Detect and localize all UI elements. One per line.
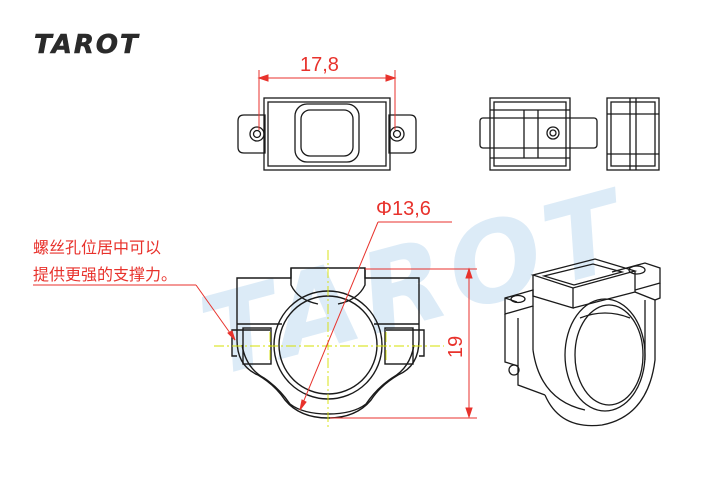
width-dimension-label: 17,8 [300,54,339,76]
top-view [237,97,417,171]
diameter-dimension-label: Φ13,6 [376,198,431,220]
isometric-view [504,258,661,427]
side-view [479,97,598,171]
width-dimension [257,70,397,130]
diameter-dimension [299,221,452,411]
front-view [214,250,444,430]
end-view [606,97,660,171]
height-dimension-label: 19 [445,336,467,358]
brand-logo: TAROT [34,30,140,60]
annotation-line-1: 螺丝孔位居中可以 [33,238,161,257]
height-dimension [330,267,477,419]
annotation-line-2: 提供更强的支撑力。 [33,265,177,284]
annotation-leader [33,284,236,341]
